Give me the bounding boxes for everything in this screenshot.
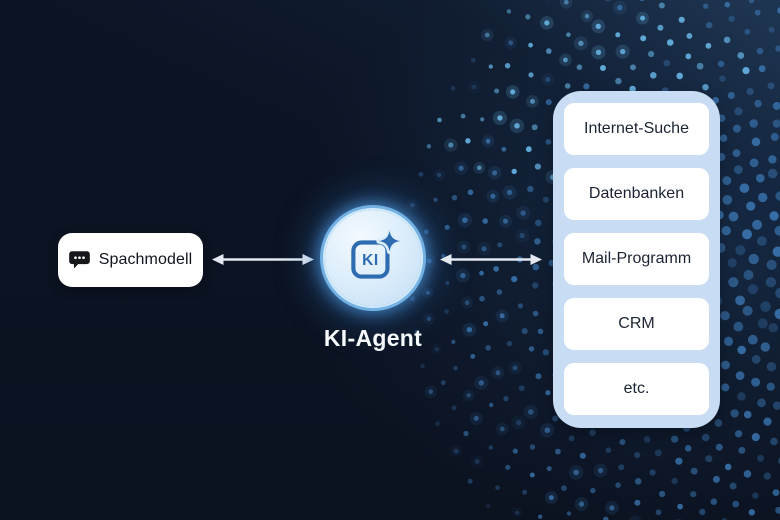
language-model-label: Spachmodell [98, 251, 193, 268]
tool-item: Datenbanken [564, 168, 709, 220]
tool-item: Mail-Programm [564, 233, 709, 285]
tool-item: CRM [564, 298, 709, 350]
model-agent-arrow [212, 251, 314, 268]
language-model-card: Spachmodell [58, 233, 203, 287]
tool-item: etc. [564, 363, 709, 415]
double-headed-arrow-icon [212, 254, 314, 265]
agent-tools-arrow [440, 251, 542, 268]
ki-agent-label: KI-Agent [323, 325, 423, 351]
ki-sparkle-badge-icon: KI [351, 228, 403, 279]
tool-item: Internet-Suche [564, 103, 709, 155]
speech-bubble-icon [68, 251, 90, 269]
tool-item-label: CRM [618, 315, 655, 332]
tool-item-label: etc. [623, 380, 650, 397]
ki-monogram: KI [362, 252, 379, 269]
ki-agent-badge: KI [325, 210, 421, 306]
tool-item-label: Mail-Programm [581, 250, 692, 267]
sparkle-icon [376, 228, 403, 255]
tool-item-label: Internet-Suche [584, 120, 689, 137]
double-headed-arrow-icon [440, 254, 542, 265]
tool-item-label: Datenbanken [588, 185, 685, 202]
